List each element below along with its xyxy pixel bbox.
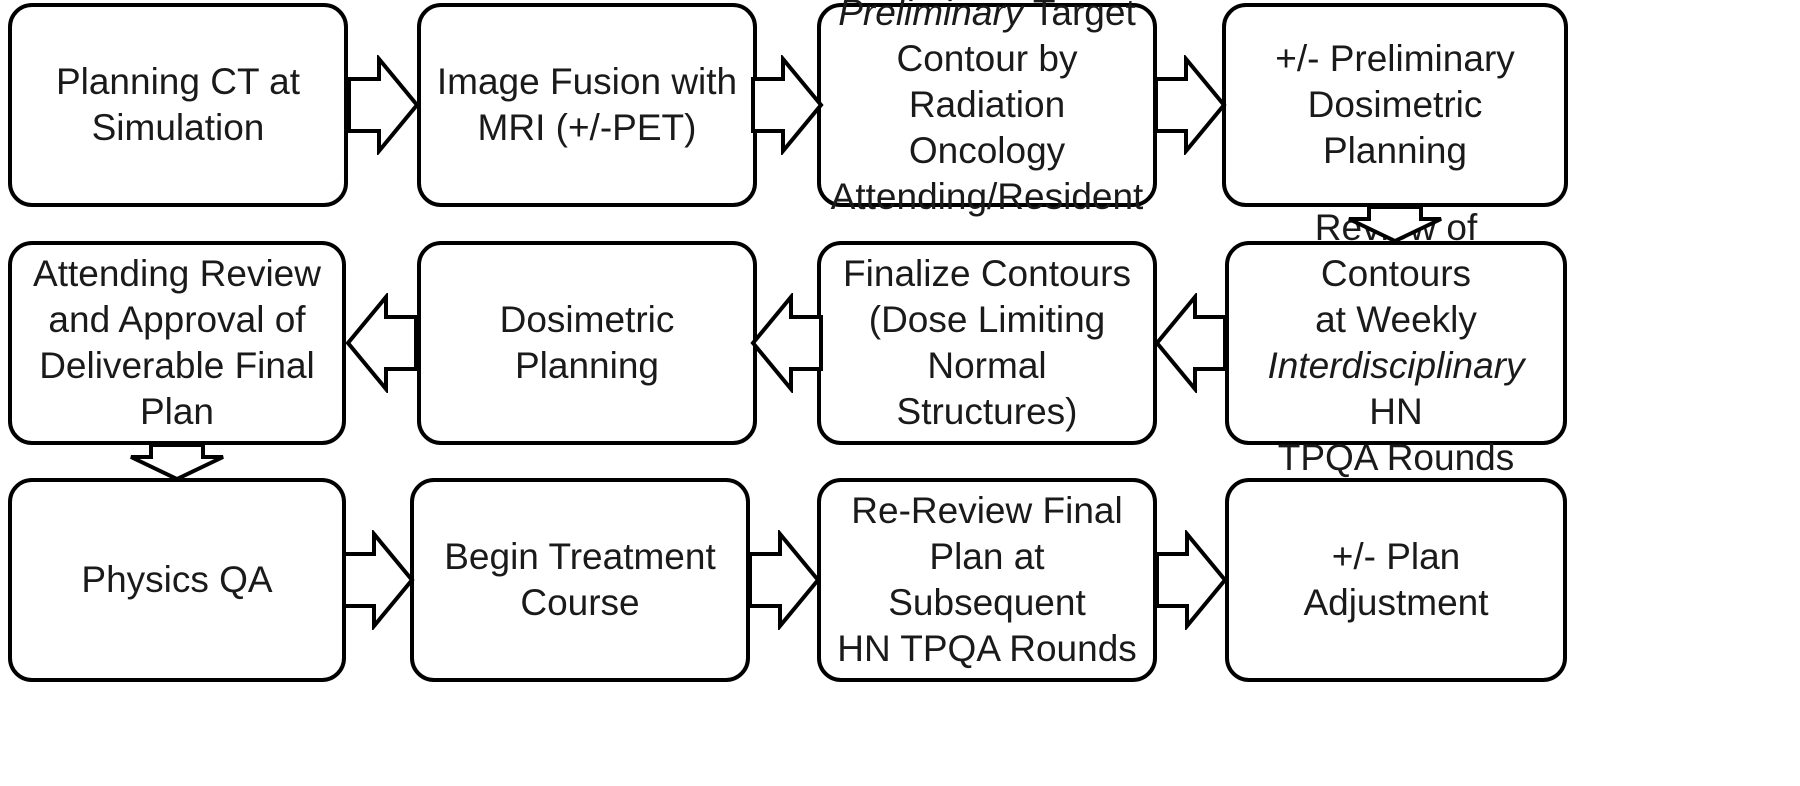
step-label-text: Attending/Resident [830,175,1144,217]
flow-arrow-left [1153,293,1229,393]
step-label-line: Finalize Contours [835,251,1139,297]
step-label-line: Dosimetric Planning [1240,82,1550,174]
step-label-line: Contour by [831,36,1144,82]
step-label-text: Re-Review Final [851,490,1123,532]
step-box-dosimetric-planning: Dosimetric Planning [417,241,757,445]
flow-arrow-right [749,55,825,155]
step-label-text: Deliverable Final [39,345,315,386]
step-label-line: +/- Plan Adjustment [1243,534,1549,626]
flow-arrow-left [344,293,420,393]
step-label-text: +/- Plan Adjustment [1303,536,1489,623]
flow-arrow-right [345,55,421,155]
step-label-line: at Weekly [1243,297,1549,343]
step-box-plan-adjustment: +/- Plan Adjustment [1225,478,1567,682]
step-label: Physics QA [81,557,272,603]
step-label-line: Dosimetric Planning [435,297,739,389]
step-label-text: Begin Treatment [444,536,716,578]
step-label-line: Physics QA [81,557,272,603]
step-label-line: Attending/Resident [831,174,1144,220]
step-label-text: and Approval of [48,299,306,341]
step-label-text: Radiation Oncology [908,84,1066,171]
step-label-text: at Weekly [1315,299,1477,341]
step-label-line: Preliminary Target [831,0,1144,36]
flow-arrow-down [127,441,227,483]
step-label-text: HN TPQA Rounds [837,627,1137,669]
step-label-text: (Dose Limiting [868,299,1106,341]
step-label-text: Plan [139,390,215,432]
step-label-text: Plan at Subsequent [888,536,1086,623]
step-label-line: Deliverable Final [33,343,321,389]
step-label-line: Image Fusion with [437,59,737,105]
flow-arrow-down [1345,203,1445,245]
step-label-text: TPQA Rounds [1277,436,1515,478]
step-label-text: Simulation [91,107,265,148]
step-label-line: +/- Preliminary [1240,36,1550,82]
step-label-line: Plan [33,389,321,435]
step-label: +/- Plan Adjustment [1243,534,1549,626]
step-label-text: Planning CT at [55,61,301,103]
step-label-text: Physics QA [81,559,273,601]
step-label-line: and Approval of [33,297,321,343]
step-label-line: Normal Structures) [835,343,1139,435]
step-label-line: Radiation Oncology [831,82,1144,174]
step-label-text: Image Fusion with [436,61,738,103]
step-label-text: Dosimetric Planning [499,299,675,386]
step-label-text: Course [520,582,640,623]
step-label-text: HN [1369,390,1423,432]
step-label-line: Interdisciplinary HN [1243,343,1549,435]
step-label-line: Simulation [56,105,300,151]
step-label-emphasis: Interdisciplinary [1267,345,1525,386]
flow-arrow-right [1152,55,1228,155]
step-label-line: Re-Review Final [835,488,1139,534]
step-box-physics-qa: Physics QA [8,478,346,682]
step-label-line: MRI (+/-PET) [437,105,737,151]
step-label-text: Dosimetric Planning [1307,84,1483,171]
step-label-text: Target [1023,0,1136,34]
step-label-line: (Dose Limiting [835,297,1139,343]
step-label-text: Normal Structures) [896,345,1078,432]
step-label-text: Contour by [896,38,1078,80]
flow-arrow-right [340,530,416,630]
step-label: Dosimetric Planning [435,297,739,389]
step-label-line: Attending Review [33,251,321,297]
step-label-line: TPQA Rounds [1243,435,1549,481]
step-label-line: Planning CT at [56,59,300,105]
flow-arrow-right [746,530,822,630]
flow-arrow-right [1153,530,1229,630]
flow-arrow-left [749,293,825,393]
step-label-line: HN TPQA Rounds [835,626,1139,672]
step-label-line: Begin Treatment [444,534,715,580]
step-label-emphasis: Preliminary [838,0,1024,34]
step-label-text: +/- Preliminary [1275,38,1515,80]
step-label-text: MRI (+/-PET) [477,107,697,148]
step-label-text: Attending Review [33,253,321,295]
step-label-line: Plan at Subsequent [835,534,1139,626]
step-label-line: Course [444,580,715,626]
step-label-text: Finalize Contours [843,253,1131,295]
